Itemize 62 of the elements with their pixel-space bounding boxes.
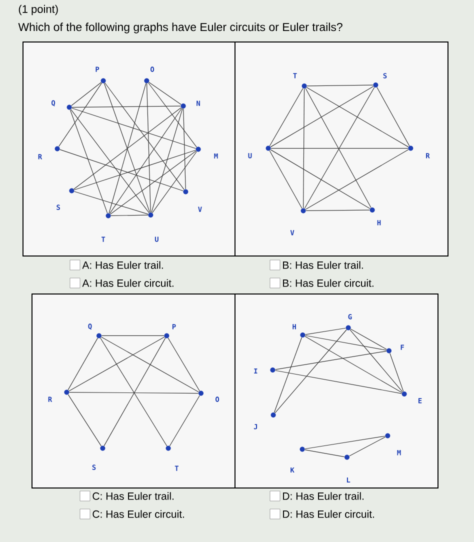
edge-line [101, 336, 199, 392]
edge-line [376, 87, 410, 146]
question-text: Which of the following graphs have Euler circuits or Euler trails? [18, 22, 342, 34]
edge-line [72, 106, 181, 108]
edge-line [269, 150, 302, 209]
edge-line [168, 338, 200, 392]
edge-line [270, 148, 408, 149]
points-text: (1 point) [18, 4, 58, 16]
edge-line [69, 392, 199, 394]
edge-line [350, 328, 387, 350]
edge-line [350, 329, 403, 392]
option-text: D: Has Euler trail. [283, 492, 364, 500]
edge-line [275, 370, 402, 394]
option-text: B: Has Euler trail. [283, 261, 363, 269]
edge-line [390, 352, 404, 392]
edge-line [148, 82, 182, 105]
edge-line [304, 449, 345, 458]
option-text: A: Has Euler trail. [82, 261, 163, 269]
edge-line [101, 335, 164, 336]
edge-line [70, 110, 108, 214]
edge-line [306, 210, 370, 211]
edge-line [274, 337, 302, 413]
edge-line [70, 109, 150, 214]
edge-line [269, 88, 304, 146]
edge-line [303, 88, 305, 208]
edge-line [275, 350, 387, 370]
edge-line [306, 87, 409, 148]
edge-line [74, 150, 196, 190]
edge-line [71, 82, 102, 106]
edge-line [305, 328, 346, 335]
edge-line [68, 336, 165, 392]
edge-line [68, 394, 102, 446]
edge-line [305, 149, 409, 210]
edge-line [146, 83, 151, 213]
edge-line [270, 149, 370, 209]
edge-line [74, 107, 182, 190]
edge-line [169, 395, 200, 446]
edge-line [74, 191, 148, 215]
edge-line [304, 436, 386, 450]
edge-line [110, 214, 148, 216]
edge-line [304, 336, 402, 393]
edge-line [68, 338, 98, 390]
option-text: B: Has Euler circuit. [283, 279, 374, 287]
edge-line [110, 150, 196, 214]
edge-line [349, 436, 386, 456]
edge-line [151, 108, 183, 213]
edge-line [58, 82, 102, 147]
option-text: C: Has Euler circuit. [92, 510, 184, 518]
edge-line [60, 149, 184, 192]
edge-line [72, 108, 196, 149]
option-text: A: Has Euler circuit. [82, 279, 174, 287]
edge-line [148, 82, 197, 148]
edge-line [270, 86, 374, 148]
option-text: D: Has Euler circuit. [283, 510, 374, 518]
option-text: C: Has Euler trail. [92, 492, 174, 500]
edge-line [306, 84, 374, 86]
edge-line [152, 151, 198, 214]
edge-line [183, 108, 186, 190]
edge-line [110, 108, 182, 214]
edge-line [274, 329, 347, 414]
edge-line [305, 335, 387, 351]
edge-line [104, 82, 184, 190]
